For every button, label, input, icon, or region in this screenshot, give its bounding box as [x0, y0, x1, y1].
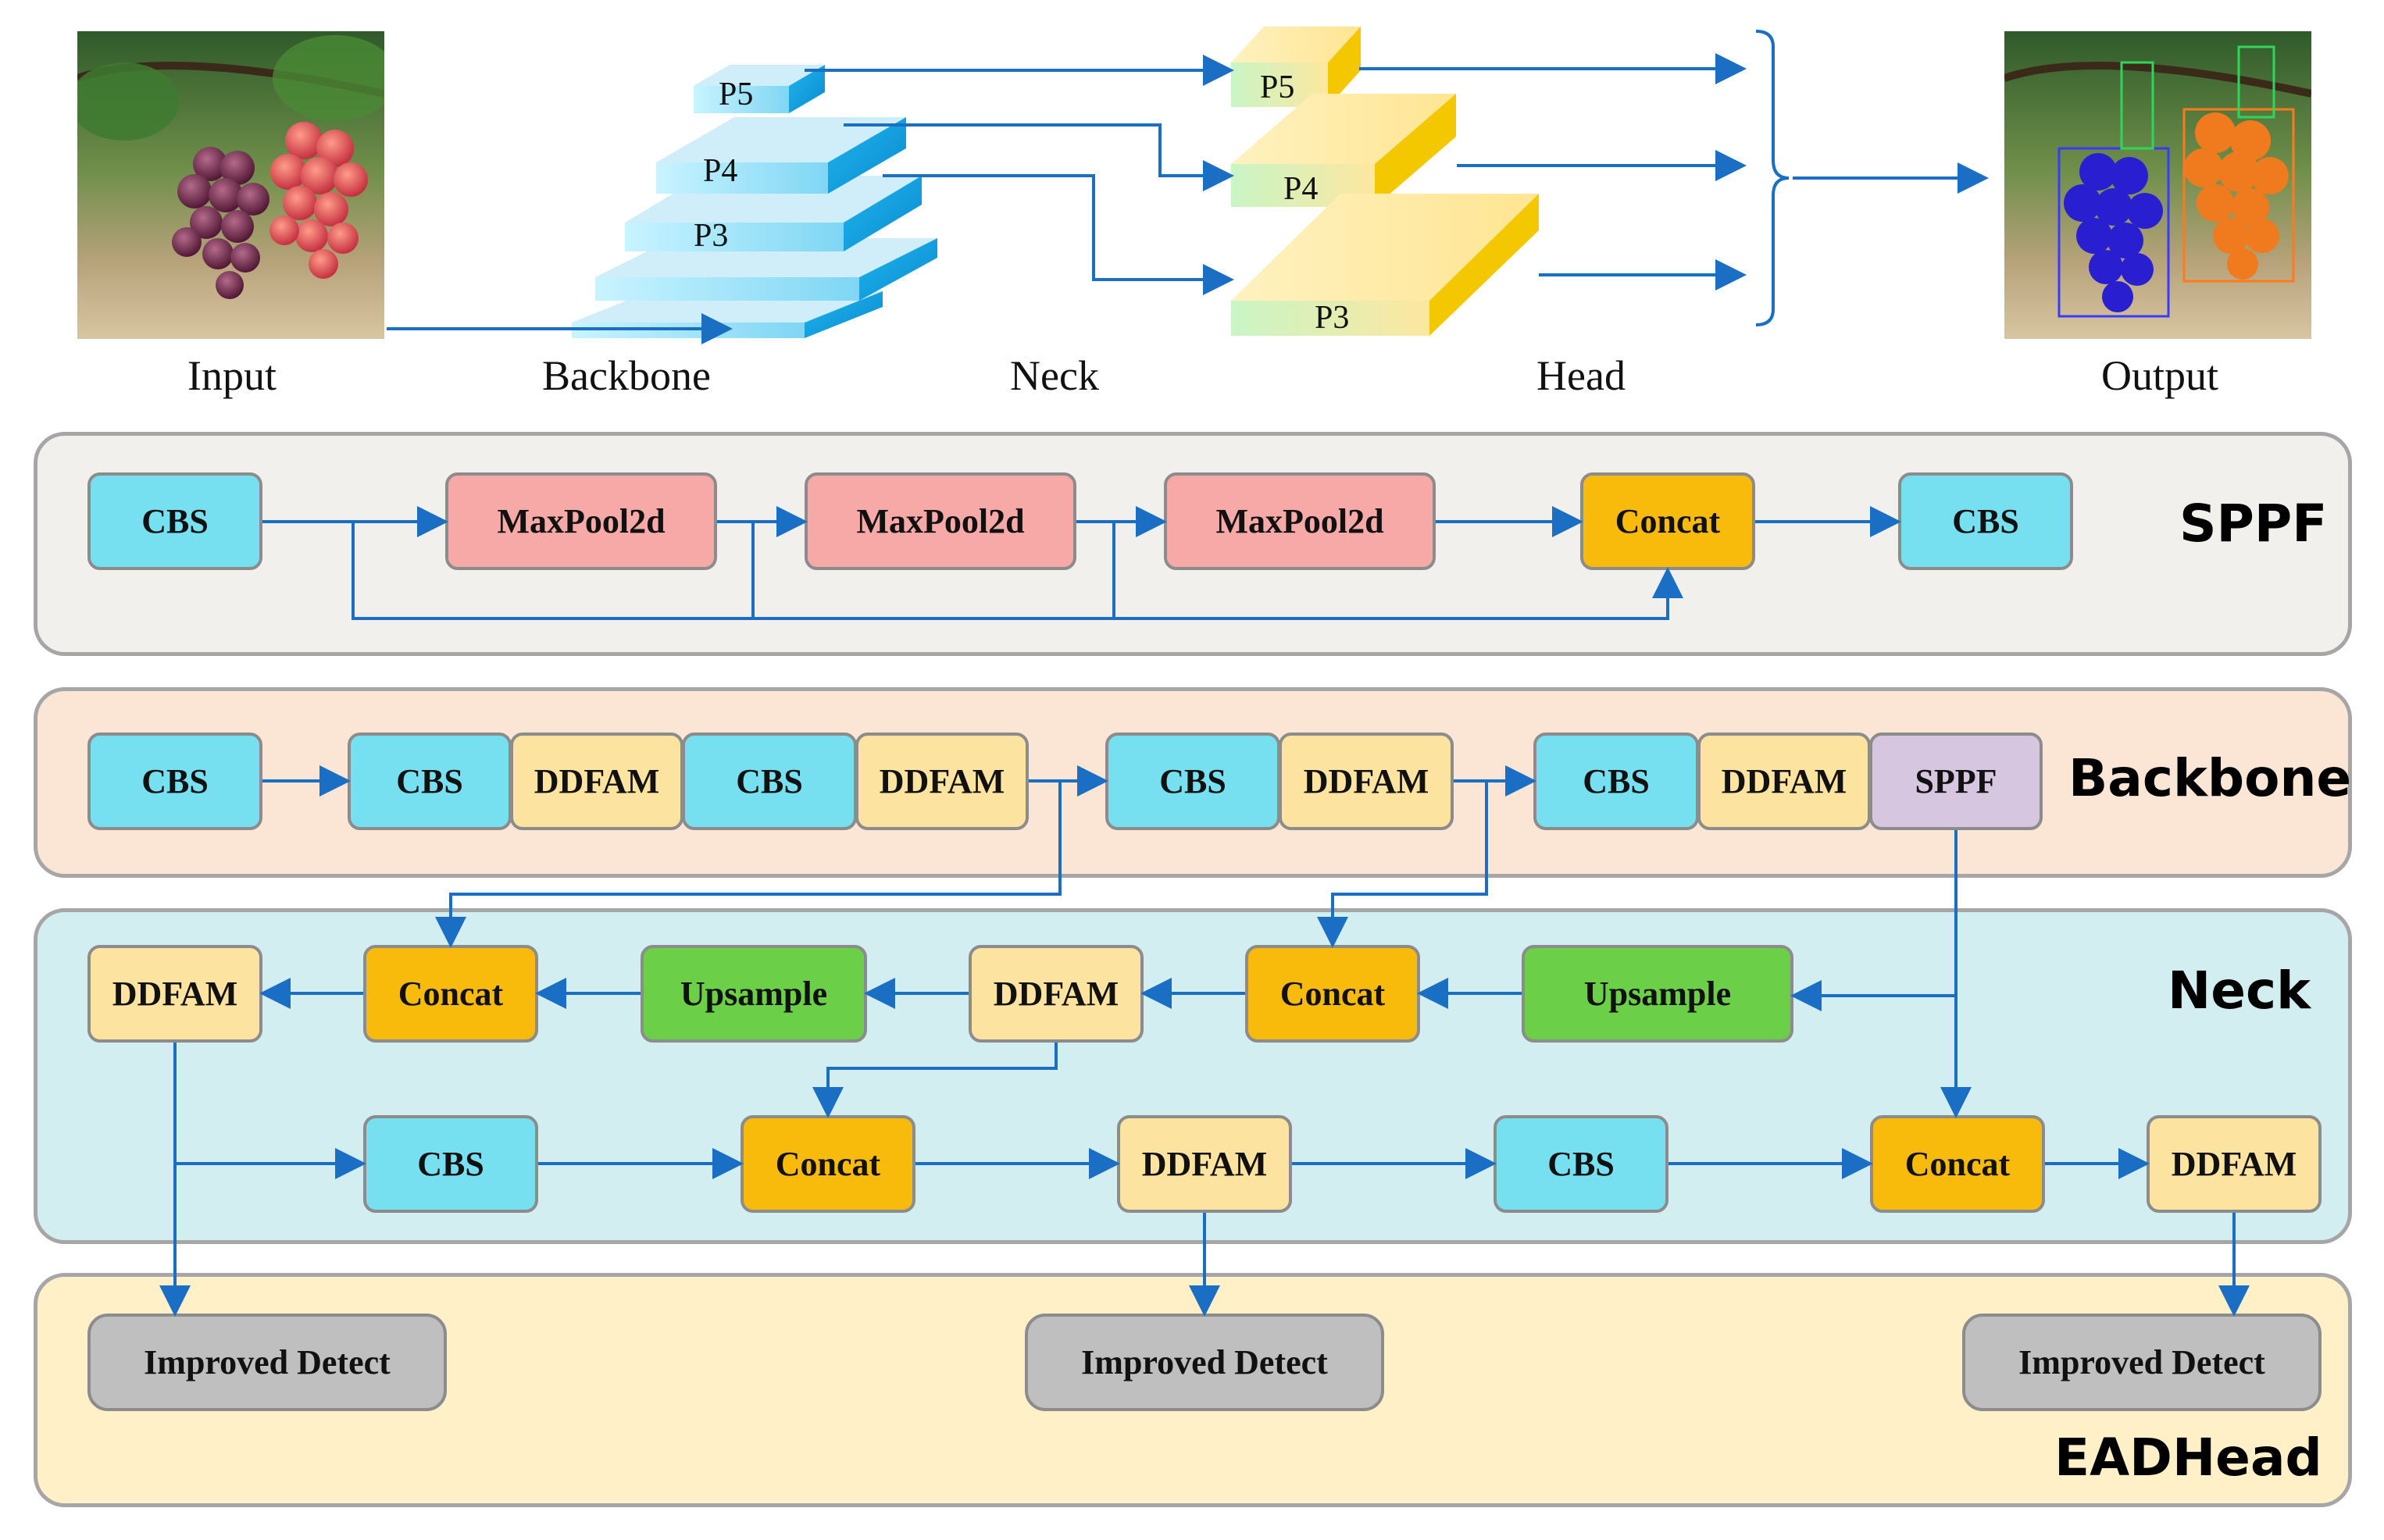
input-image [77, 31, 384, 339]
backbone-title: Backbone [2068, 748, 2352, 808]
improved-detect-block: Improved Detect [1025, 1314, 1384, 1411]
stage-label-head: Head [1536, 352, 1626, 399]
stage-label-input: Input [187, 352, 277, 399]
neck-level-p4: P4 [1283, 171, 1318, 207]
backbone-sppf-block: SPPF [1869, 733, 2043, 830]
sppf-cbs-block: CBS [87, 472, 262, 570]
improved-detect-block: Improved Detect [1962, 1314, 2322, 1411]
backbone-pyramid [572, 65, 937, 338]
neck-ddfam-block: DDFAM [969, 945, 1144, 1043]
neck-feature-blocks [1231, 27, 1539, 336]
sppf-title: SPPF [2179, 494, 2328, 554]
sppf-cbs-block: CBS [1898, 472, 2073, 570]
output-image [2004, 31, 2311, 339]
grape-detection-photo-icon [2004, 31, 2311, 339]
eadhead-title: EADHead [2054, 1428, 2322, 1488]
backbone-cbs-block: CBS [87, 733, 262, 830]
backbone-level-p3: P3 [694, 218, 728, 254]
stage-label-neck: Neck [1010, 352, 1099, 399]
backbone-ddfam-block: DDFAM [855, 733, 1029, 830]
improved-detect-block: Improved Detect [87, 1314, 447, 1411]
backbone-ddfam-block: DDFAM [510, 733, 683, 830]
sppf-maxpool-block: MaxPool2d [445, 472, 717, 570]
neck-level-p5: P5 [1260, 70, 1294, 105]
neck-concat-block: Concat [1245, 945, 1420, 1043]
neck-cbs-block: CBS [363, 1115, 538, 1213]
pipeline-arrows [387, 53, 1989, 344]
neck-ddfam-block: DDFAM [87, 945, 262, 1043]
neck-upsample-block: Upsample [1522, 945, 1793, 1043]
sppf-maxpool-block: MaxPool2d [1164, 472, 1436, 570]
stage-label-output: Output [2100, 352, 2219, 399]
backbone-ddfam-block: DDFAM [1279, 733, 1454, 830]
brace-icon [1755, 30, 1790, 326]
backbone-cbs-block: CBS [1105, 733, 1280, 830]
neck-upsample-block: Upsample [641, 945, 867, 1043]
pipeline-graphic: P5 P4 P3 P5 P4 P3 [387, 27, 1989, 344]
neck-cbs-block: CBS [1494, 1115, 1668, 1213]
backbone-ddfam-block: DDFAM [1697, 733, 1871, 830]
backbone-level-p4: P4 [703, 153, 737, 189]
backbone-level-p5: P5 [719, 77, 753, 112]
sppf-maxpool-block: MaxPool2d [805, 472, 1076, 570]
stage-label-backbone: Backbone [542, 352, 711, 399]
neck-level-p3: P3 [1315, 300, 1349, 336]
neck-concat-block: Concat [363, 945, 538, 1043]
backbone-cbs-block: CBS [682, 733, 857, 830]
neck-title: Neck [2168, 961, 2311, 1021]
grape-cluster-photo-icon [77, 31, 384, 339]
neck-ddfam-block: DDFAM [1117, 1115, 1292, 1213]
